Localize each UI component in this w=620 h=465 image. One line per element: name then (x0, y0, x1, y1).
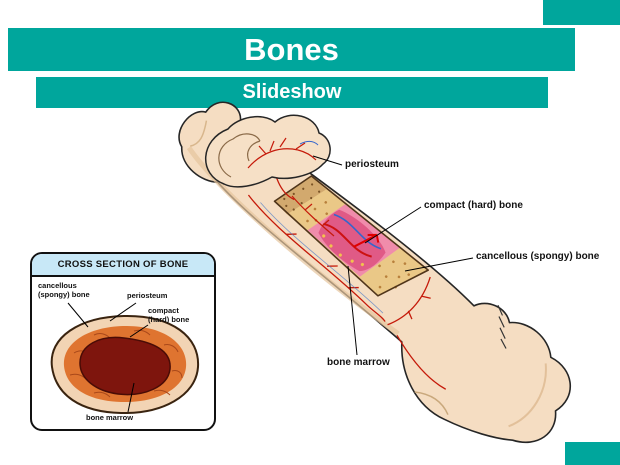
bone-shading (186, 146, 400, 336)
label-periosteum: periosteum (345, 159, 399, 170)
knob-shading (508, 363, 547, 428)
compact-stipple (283, 183, 321, 211)
cut-rim (273, 175, 430, 297)
inset-label-compact-line1: compact (148, 306, 179, 315)
knob-ridges (497, 304, 507, 349)
label-cancellous-bone: cancellous (spongy) bone (476, 251, 600, 262)
spongy-bone-left (287, 189, 346, 231)
corner-accent-top-right (543, 0, 620, 25)
inset-leader-lines (67, 302, 149, 413)
long-bone (178, 101, 572, 444)
inset-label-periosteum: periosteum (127, 291, 168, 300)
surface-vessel-blue (260, 202, 384, 314)
title-bar: Bones (8, 28, 575, 71)
inset-label-compact: compact (hard) bone (148, 306, 190, 324)
periosteum-flap (205, 114, 335, 237)
marrow-blue-vessel (333, 213, 382, 250)
inset-leader-compact (129, 324, 149, 338)
marrow-red-vessel (323, 222, 372, 258)
inset-label-marrow: bone marrow (86, 413, 134, 422)
flap-shape (205, 114, 331, 188)
condyle-crease (414, 391, 449, 415)
label-bone-marrow: bone marrow (327, 357, 390, 368)
label-compact-bone: compact (hard) bone (424, 200, 523, 211)
compact-bone-layer (274, 176, 327, 215)
inset-leader-cancellous (67, 302, 89, 328)
cross-section-rings (50, 314, 200, 415)
leader-periosteum (312, 155, 343, 166)
page-title: Bones (244, 32, 339, 67)
spongy-bone-right (359, 247, 429, 296)
flap-vessel-blue (299, 141, 319, 146)
inset-label-cancellous-line2: (spongy) bone (38, 289, 90, 299)
marrow-blob (79, 336, 171, 396)
cross-section-inset: CROSS SECTION OF BONE (30, 252, 216, 431)
flap-vessels (247, 137, 317, 169)
inset-body: cancellous (spongy) bone periosteum comp… (32, 277, 214, 429)
inset-label-cancellous: cancellous (spongy) bone (38, 281, 90, 299)
marrow-vessel-fork (353, 233, 380, 248)
flap-curl (218, 133, 261, 178)
corner-accent-bottom-right (565, 442, 620, 465)
cutaway-window (273, 175, 430, 297)
inset-title: CROSS SECTION OF BONE (57, 259, 189, 270)
marrow-dots (322, 234, 365, 267)
inset-header: CROSS SECTION OF BONE (32, 254, 214, 277)
subtitle-bar: Slideshow (36, 77, 548, 108)
page-subtitle: Slideshow (242, 81, 342, 103)
shaft-vessels-upper (291, 195, 335, 237)
inset-label-cancellous-line1: cancellous (38, 281, 77, 290)
proximal-crease (190, 120, 208, 147)
leader-lines (312, 155, 474, 356)
inset-leader-marrow (127, 382, 135, 413)
inset-label-compact-line2: (hard) bone (148, 314, 190, 324)
cross-section-drawing (50, 302, 200, 415)
leader-compact (364, 206, 422, 244)
leader-marrow (347, 265, 358, 356)
inset-leader-periosteum (109, 302, 137, 322)
leader-cancellous (404, 257, 474, 272)
